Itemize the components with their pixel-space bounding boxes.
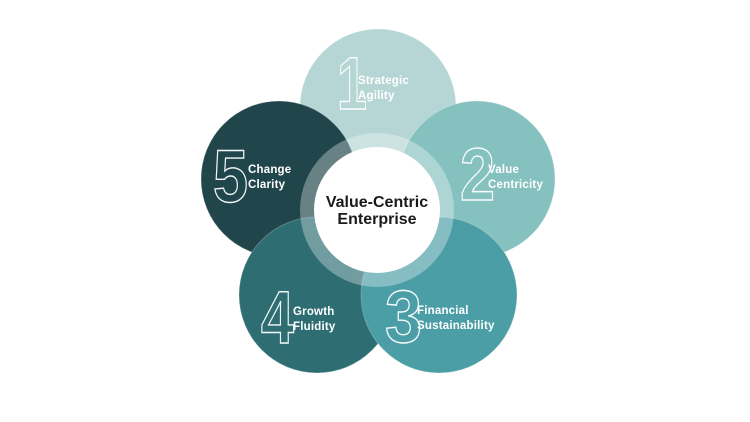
petal-1-label-line2: Agility [358,90,395,102]
petal-number-2: 2 [460,133,495,216]
center-title-line1: Value-Centric [326,194,428,211]
center-title-line2: Enterprise [337,211,416,228]
petal-5-label-line1: Change [248,164,291,176]
petal-4-label-line1: Growth [293,306,334,318]
petal-2-label-line2: Centricity [488,179,543,191]
petal-2-label-line1: Value [488,164,519,176]
petal-5-label-line2: Clarity [248,179,286,191]
petal-4-label-line2: Fluidity [293,321,336,333]
petal-number-5: 5 [213,135,248,218]
center-circle [314,147,440,273]
petal-number-3: 3 [385,275,422,358]
petal-number-4: 4 [261,276,294,359]
petal-3-label-line2: Sustainability [417,320,495,332]
petal-number-1: 1 [337,42,367,125]
petal-1-label-line1: Strategic [358,75,409,87]
petal-3-label-line1: Financial [417,305,469,317]
